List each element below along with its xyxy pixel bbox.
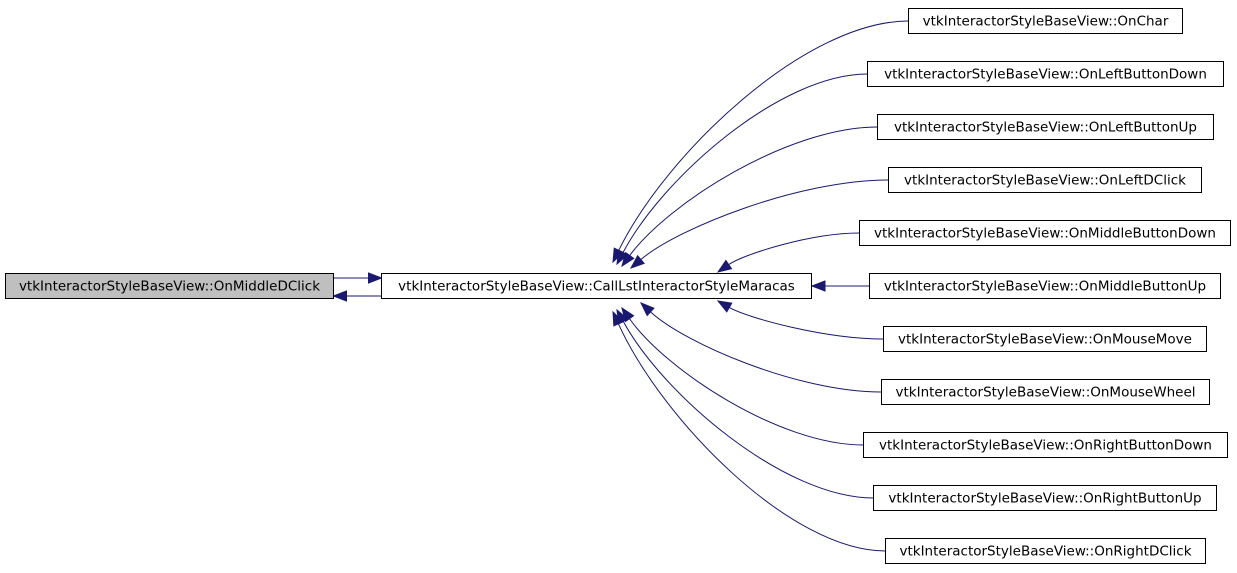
node-label: vtkInteractorStyleBaseView::OnLeftButton… xyxy=(884,67,1207,83)
node-label: vtkInteractorStyleBaseView::OnRightButto… xyxy=(879,438,1212,454)
node-box xyxy=(908,8,1183,34)
arrowhead-onmiddlebuttondown xyxy=(716,259,733,273)
edge-onrightbuttonup xyxy=(622,321,874,499)
edge-onrightbuttondown xyxy=(629,318,864,446)
call-edges xyxy=(332,20,909,552)
node-hub[interactable]: vtkInteractorStyleBaseView::CallLstInter… xyxy=(381,273,812,299)
node-label: vtkInteractorStyleBaseView::CallLstInter… xyxy=(398,279,795,295)
node-box xyxy=(859,220,1231,246)
node-box xyxy=(863,432,1228,458)
node-box xyxy=(873,485,1217,511)
node-box xyxy=(885,538,1206,564)
edge-onrightdclick xyxy=(617,323,886,552)
node-box xyxy=(867,61,1224,87)
edge-onchar xyxy=(618,20,909,251)
arrowhead-onleftdclick xyxy=(629,254,645,269)
node-onleftdclick[interactable]: vtkInteractorStyleBaseView::OnLeftDClick xyxy=(888,167,1202,193)
node-box xyxy=(888,167,1202,193)
node-onmousewheel[interactable]: vtkInteractorStyleBaseView::OnMouseWheel xyxy=(881,379,1210,405)
node-box xyxy=(5,273,334,299)
node-label: vtkInteractorStyleBaseView::OnMouseMove xyxy=(898,332,1192,348)
arrowhead-onleftbuttonup xyxy=(621,251,635,268)
node-label: vtkInteractorStyleBaseView::OnRightButto… xyxy=(888,491,1201,507)
node-label: vtkInteractorStyleBaseView::OnChar xyxy=(923,14,1169,30)
node-label: vtkInteractorStyleBaseView::OnLeftButton… xyxy=(894,120,1197,136)
node-box xyxy=(883,326,1207,352)
node-onleftbuttondown[interactable]: vtkInteractorStyleBaseView::OnLeftButton… xyxy=(867,61,1224,87)
node-box xyxy=(869,273,1221,299)
arrowhead-onmiddlebuttonup xyxy=(810,280,826,292)
edge-onleftbuttonup xyxy=(629,126,878,256)
node-label: vtkInteractorStyleBaseView::OnLeftDClick xyxy=(904,173,1186,189)
node-box xyxy=(881,379,1210,405)
node-onchar[interactable]: vtkInteractorStyleBaseView::OnChar xyxy=(908,8,1183,34)
node-onmiddlebuttondown[interactable]: vtkInteractorStyleBaseView::OnMiddleButt… xyxy=(859,220,1231,246)
node-label: vtkInteractorStyleBaseView::OnMiddleButt… xyxy=(874,226,1216,242)
edge-onmiddlebuttondown xyxy=(728,232,860,266)
node-onmiddlebuttonup[interactable]: vtkInteractorStyleBaseView::OnMiddleButt… xyxy=(869,273,1221,299)
node-onleftbuttonup[interactable]: vtkInteractorStyleBaseView::OnLeftButton… xyxy=(877,114,1214,140)
node-onmousemove[interactable]: vtkInteractorStyleBaseView::OnMouseMove xyxy=(883,326,1207,352)
node-label: vtkInteractorStyleBaseView::OnRightDClic… xyxy=(899,544,1191,560)
arrowhead-onmousewheel xyxy=(639,302,655,317)
node-onrightbuttonup[interactable]: vtkInteractorStyleBaseView::OnRightButto… xyxy=(873,485,1217,511)
call-nodes: vtkInteractorStyleBaseView::OnCharvtkInt… xyxy=(5,8,1231,564)
edge-onleftbuttondown xyxy=(622,73,868,253)
arrowhead-onmousemove xyxy=(716,300,733,313)
edge-onmousemove xyxy=(729,307,884,340)
arrowhead-onrightdclick xyxy=(612,310,624,327)
node-onrightdclick[interactable]: vtkInteractorStyleBaseView::OnRightDClic… xyxy=(885,538,1206,564)
node-label: vtkInteractorStyleBaseView::OnMiddleButt… xyxy=(884,279,1206,295)
edge-onmousewheel xyxy=(650,311,882,393)
edge-onleftdclick xyxy=(640,179,889,260)
node-box xyxy=(877,114,1214,140)
node-label: vtkInteractorStyleBaseView::OnMouseWheel xyxy=(895,385,1195,401)
arrowhead-hub-to-focus xyxy=(332,290,347,302)
arrowhead-focus-to-hub xyxy=(368,272,383,284)
node-label: vtkInteractorStyleBaseView::OnMiddleDCli… xyxy=(19,279,320,295)
node-onrightbuttondown[interactable]: vtkInteractorStyleBaseView::OnRightButto… xyxy=(863,432,1228,458)
node-focus[interactable]: vtkInteractorStyleBaseView::OnMiddleDCli… xyxy=(5,273,334,299)
node-box xyxy=(381,273,812,299)
